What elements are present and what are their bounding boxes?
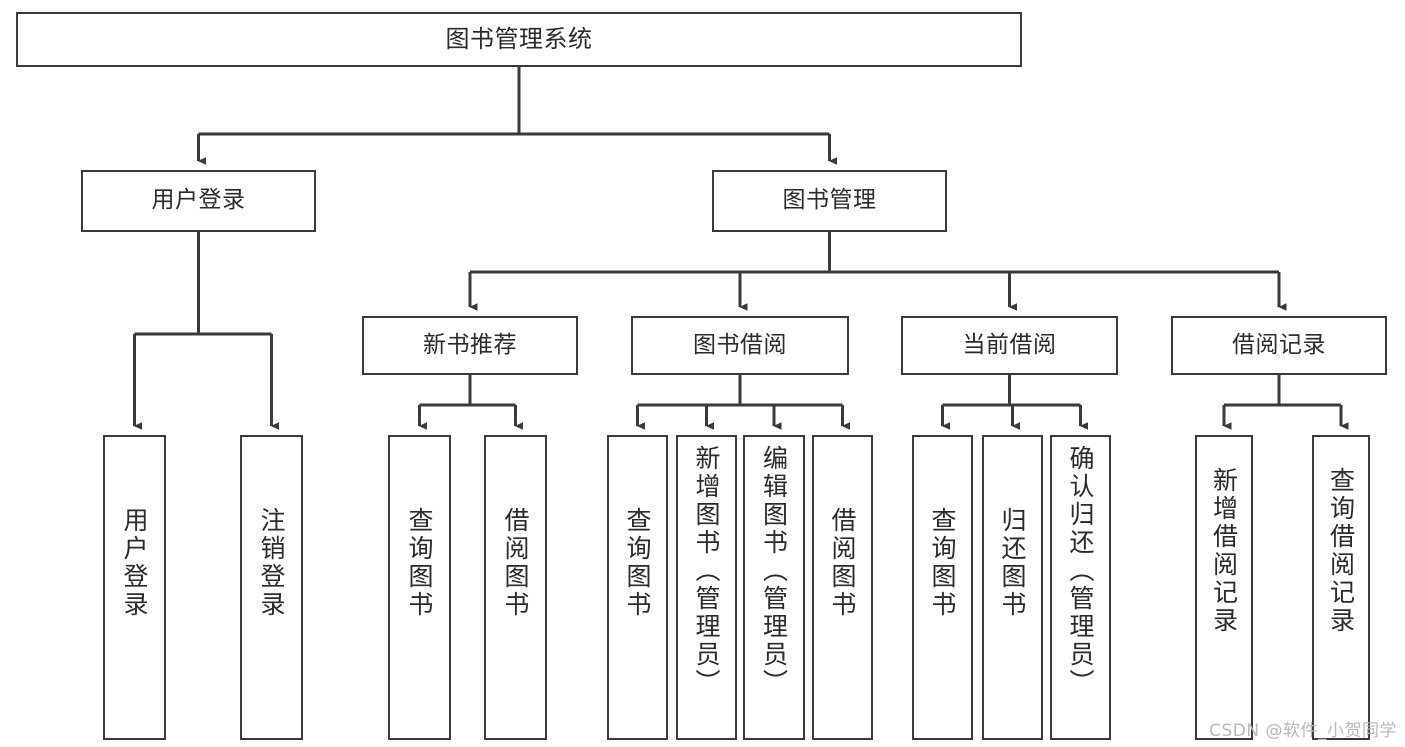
node-current-borrowing[interactable]: 当前借阅	[901, 316, 1118, 375]
leaf-confirm-return-admin[interactable]: 确认归还（管理员）	[1050, 435, 1111, 740]
leaf-query-book-2[interactable]: 查询图书	[607, 435, 668, 740]
leaf-query-book-3[interactable]: 查询图书	[912, 435, 973, 740]
node-borrowing-record[interactable]: 借阅记录	[1171, 316, 1387, 375]
node-label: 注销登录	[257, 507, 286, 619]
node-label: 新增借阅记录	[1209, 467, 1239, 635]
node-label: 用户登录	[120, 507, 149, 619]
node-book-management-system[interactable]: 图书管理系统	[16, 12, 1022, 67]
node-label: 编辑图书（管理员）	[759, 445, 789, 697]
node-label: 查询图书	[405, 507, 434, 619]
node-label: 借阅记录	[1232, 331, 1326, 358]
leaf-borrow-book-1[interactable]: 借阅图书	[484, 435, 547, 740]
node-label: 图书管理	[782, 187, 877, 214]
node-label: 借阅图书	[501, 507, 530, 619]
leaf-user-login[interactable]: 用户登录	[103, 435, 166, 740]
leaf-add-borrow-record[interactable]: 新增借阅记录	[1195, 435, 1253, 740]
node-book-management[interactable]: 图书管理	[712, 170, 947, 232]
node-label: 图书管理系统	[445, 25, 593, 54]
leaf-borrow-book-2[interactable]: 借阅图书	[812, 435, 873, 740]
leaf-add-book-admin[interactable]: 新增图书（管理员）	[676, 435, 737, 740]
node-label: 图书借阅	[693, 331, 787, 358]
node-label: 归还图书	[998, 507, 1027, 619]
node-book-borrowing[interactable]: 图书借阅	[631, 316, 849, 375]
node-label: 查询借阅记录	[1326, 467, 1356, 635]
node-new-book-recommendation[interactable]: 新书推荐	[362, 316, 578, 375]
leaf-return-book[interactable]: 归还图书	[982, 435, 1043, 740]
node-label: 当前借阅	[962, 331, 1057, 358]
leaf-edit-book-admin[interactable]: 编辑图书（管理员）	[743, 435, 805, 740]
node-user-login[interactable]: 用户登录	[81, 170, 316, 232]
leaf-query-book-1[interactable]: 查询图书	[388, 435, 451, 740]
node-label: 确认归还（管理员）	[1066, 445, 1095, 697]
node-label: 查询图书	[623, 507, 652, 619]
node-label: 用户登录	[151, 187, 246, 214]
edge-paths	[133, 67, 1349, 430]
leaf-query-borrow-record[interactable]: 查询借阅记录	[1312, 435, 1370, 740]
leaf-user-logout[interactable]: 注销登录	[240, 435, 303, 740]
node-label: 新书推荐	[423, 331, 517, 358]
node-label: 查询图书	[928, 507, 957, 619]
node-label: 新增图书（管理员）	[692, 445, 721, 697]
node-label: 借阅图书	[828, 507, 857, 619]
